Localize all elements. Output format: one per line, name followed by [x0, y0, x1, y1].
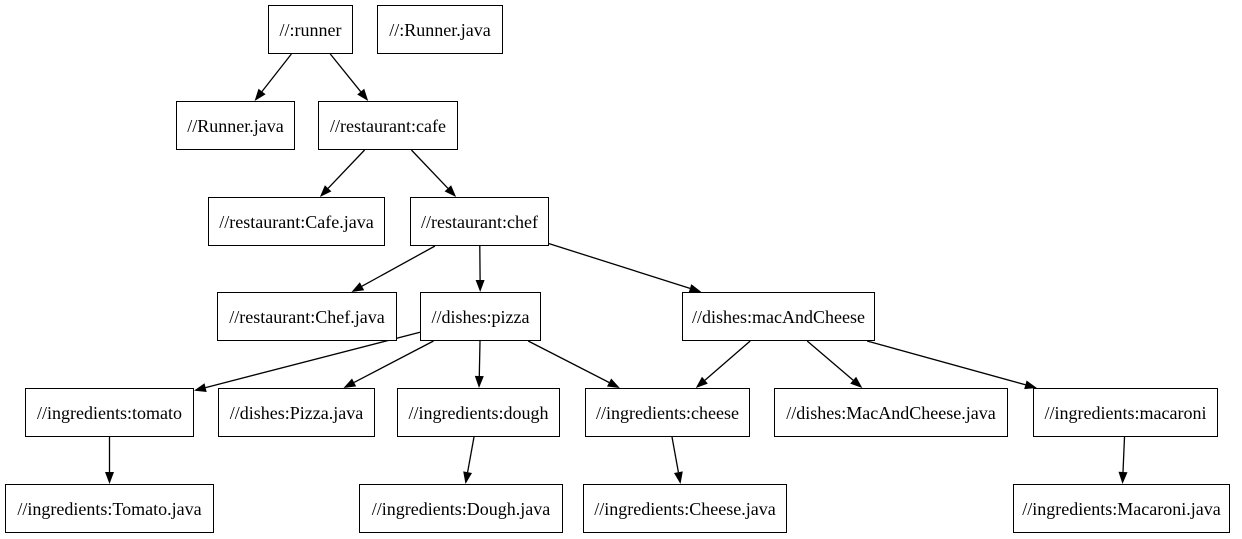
graph-node-macaroni: //ingredients:macaroni [1033, 388, 1218, 437]
graph-node-label-chef_java: //restaurant:Chef.java [229, 306, 385, 327]
edge-line-dough-to-dough_java [466, 436, 475, 473]
edge-line-pizza-to-cheese [527, 340, 610, 384]
graph-node-pizza_java: //dishes:Pizza.java [218, 388, 375, 437]
graph-node-label-cafe: //restaurant:cafe [330, 115, 446, 136]
edge-line-macAndCheese-to-macAndCheese_java [806, 340, 854, 381]
graph-edge-macAndCheese-to-macaroni [866, 340, 1037, 390]
edge-arrowhead-pizza-to-tomato [194, 383, 207, 392]
graph-node-label-tomato_java: //ingredients:Tomato.java [17, 498, 202, 519]
edge-arrowhead-macAndCheese-to-cheese [695, 376, 708, 388]
edge-line-pizza-to-dough [478, 340, 481, 377]
edge-line-cafe-to-cafe_java [327, 149, 366, 189]
graph-node-tomato_java: //ingredients:Tomato.java [5, 484, 214, 533]
graph-edge-macaroni-to-macaroni_java [1118, 436, 1128, 484]
graph-node-label-cafe_java: //restaurant:Cafe.java [219, 211, 374, 232]
graph-node-label-cheese: //ingredients:cheese [596, 402, 739, 423]
graph-edge-cheese-to-cheese_java [671, 436, 683, 484]
edge-arrowhead-runner-to-runner_java [254, 88, 266, 101]
graph-node-runner_java: //Runner.java [176, 101, 295, 150]
edge-arrowhead-cheese-to-cheese_java [674, 471, 683, 484]
graph-node-label-runner_java: //Runner.java [187, 115, 284, 136]
edge-line-runner-to-cafe [329, 53, 362, 93]
graph-node-label-dough: //ingredients:dough [408, 402, 549, 423]
graph-node-label-macAndCheese_java: //dishes:MacAndCheese.java [786, 402, 996, 423]
graph-edge-pizza-to-pizza_java [343, 340, 434, 388]
edge-arrowhead-macAndCheese-to-macAndCheese_java [850, 376, 863, 388]
edge-line-cheese-to-cheese_java [671, 436, 680, 473]
edge-line-chef-to-chef_java [361, 245, 436, 287]
graph-node-dough: //ingredients:dough [397, 388, 560, 437]
graph-edge-macAndCheese-to-macAndCheese_java [806, 340, 863, 388]
graph-edge-pizza-to-cheese [527, 340, 620, 388]
edge-line-chef-to-macAndCheese [548, 242, 691, 290]
edge-arrowhead-tomato-to-tomato_java [105, 472, 114, 484]
graph-node-cafe: //restaurant:cafe [318, 101, 458, 150]
graph-edge-chef-to-macAndCheese [548, 242, 702, 293]
graph-node-label-dough_java: //ingredients:Dough.java [371, 498, 551, 519]
edge-line-cafe-to-chef [410, 149, 449, 189]
edge-line-pizza-to-tomato [205, 331, 421, 389]
graph-node-label-tomato: //ingredients:tomato [37, 402, 182, 423]
edge-arrowhead-macaroni-to-macaroni_java [1118, 471, 1128, 484]
edge-arrowhead-pizza-to-pizza_java [343, 378, 357, 388]
edge-arrowhead-chef-to-macAndCheese [688, 284, 702, 293]
graph-edge-runner-to-cafe [329, 53, 369, 101]
edge-arrowhead-dough-to-dough_java [463, 471, 472, 484]
edge-arrowhead-chef-to-chef_java [351, 282, 365, 292]
graph-node-cheese: //ingredients:cheese [585, 388, 750, 437]
graph-node-label-macaroni: //ingredients:macaroni [1044, 402, 1207, 423]
edge-line-pizza-to-pizza_java [353, 340, 434, 383]
graph-edge-dough-to-dough_java [463, 436, 475, 484]
graph-node-label-macaroni_java: //ingredients:Macaroni.java [1022, 498, 1221, 519]
graph-node-label-root_runner_java: //:Runner.java [389, 19, 491, 40]
graph-edge-chef-to-pizza [475, 245, 485, 292]
graph-node-macAndCheese: //dishes:macAndCheese [682, 292, 875, 341]
graph-edge-pizza-to-tomato [194, 331, 421, 392]
graph-node-label-runner: //:runner [279, 19, 342, 40]
graph-node-macaroni_java: //ingredients:Macaroni.java [1013, 484, 1230, 533]
graph-node-runner: //:runner [268, 5, 353, 54]
graph-node-dough_java: //ingredients:Dough.java [359, 484, 563, 533]
graph-node-chef: //restaurant:chef [410, 197, 549, 246]
edge-arrowhead-cafe-to-chef [444, 185, 457, 197]
graph-node-label-chef: //restaurant:chef [421, 211, 538, 232]
graph-node-chef_java: //restaurant:Chef.java [217, 292, 397, 341]
graph-node-label-pizza_java: //dishes:Pizza.java [229, 402, 364, 423]
edge-arrowhead-runner-to-cafe [357, 88, 369, 101]
graph-edge-tomato-to-tomato_java [105, 437, 114, 484]
graph-node-cheese_java: //ingredients:Cheese.java [583, 484, 787, 533]
graph-edge-cafe-to-cafe_java [319, 149, 366, 197]
edge-line-macAndCheese-to-cheese [704, 340, 751, 381]
graph-edge-cafe-to-chef [410, 149, 457, 197]
graph-node-label-cheese_java: //ingredients:Cheese.java [594, 498, 776, 519]
graph-node-pizza: //dishes:pizza [420, 292, 541, 341]
edge-arrowhead-cafe-to-cafe_java [319, 185, 332, 197]
graph-edge-chef-to-chef_java [351, 245, 436, 292]
edge-line-macAndCheese-to-macaroni [866, 340, 1026, 386]
graph-node-label-macAndCheese: //dishes:macAndCheese [692, 306, 865, 327]
edge-arrowhead-chef-to-pizza [475, 280, 485, 292]
edge-line-runner-to-runner_java [261, 53, 292, 92]
graph-node-cafe_java: //restaurant:Cafe.java [208, 197, 385, 246]
graph-node-tomato: //ingredients:tomato [25, 388, 194, 437]
graph-edge-pizza-to-dough [474, 340, 484, 388]
graph-node-label-pizza: //dishes:pizza [431, 306, 530, 327]
edge-arrowhead-macAndCheese-to-macaroni [1024, 380, 1037, 390]
edge-arrowhead-pizza-to-dough [474, 375, 484, 388]
graph-node-macAndCheese_java: //dishes:MacAndCheese.java [774, 388, 1008, 437]
graph-node-root_runner_java: //:Runner.java [377, 5, 503, 54]
graph-edge-macAndCheese-to-cheese [695, 340, 751, 388]
edge-line-macaroni-to-macaroni_java [1122, 436, 1126, 473]
edge-arrowhead-pizza-to-cheese [607, 378, 620, 388]
graph-edge-runner-to-runner_java [254, 53, 292, 101]
